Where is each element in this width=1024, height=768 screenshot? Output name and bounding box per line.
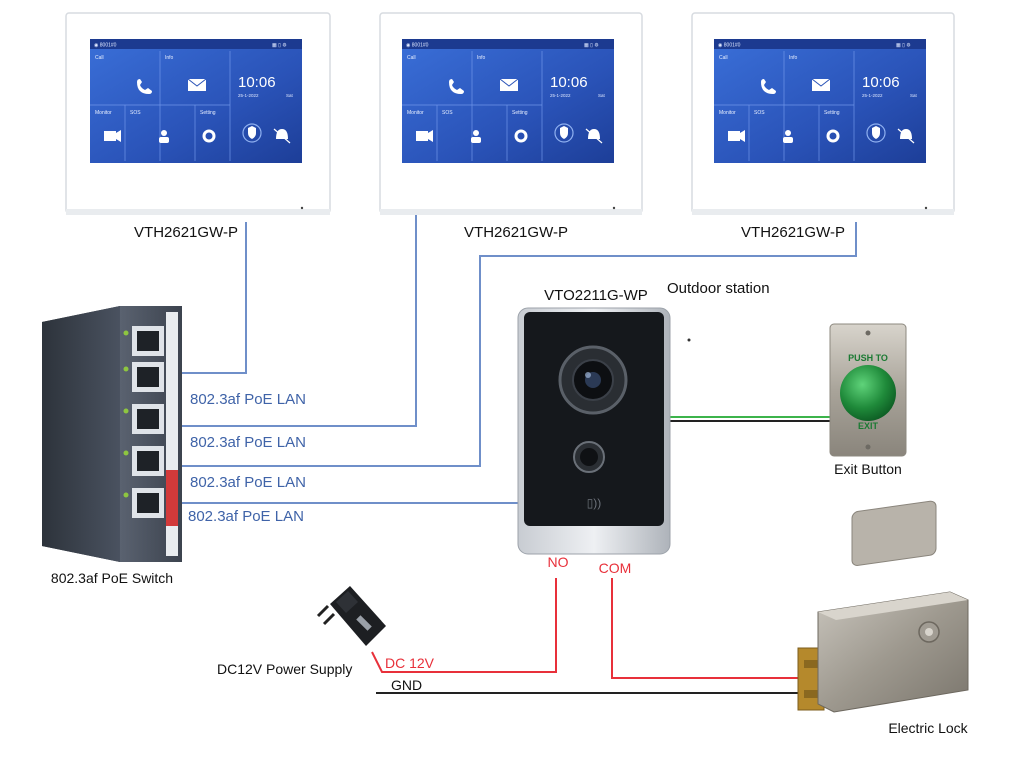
clock-day: Sat xyxy=(910,93,918,98)
clock-time: 10:06 xyxy=(862,74,900,91)
tile-monitor: Monitor xyxy=(95,110,112,116)
camera-icon xyxy=(416,131,428,141)
power-adapter-icon xyxy=(316,586,386,646)
lan-label-1: 802.3af PoE LAN xyxy=(190,391,306,408)
exit-button: PUSH TO EXIT xyxy=(829,323,907,457)
svg-text:▦ ▯ ⚙: ▦ ▯ ⚙ xyxy=(896,43,911,49)
lan-label-2: 802.3af PoE LAN xyxy=(190,434,306,451)
lan-label-3: 802.3af PoE LAN xyxy=(190,474,306,491)
svg-text:▦ ▯ ⚙: ▦ ▯ ⚙ xyxy=(272,43,287,49)
relay-com-label: COM xyxy=(599,560,632,576)
monitor-screen: ◉ 8001#0 ▦ ▯ ⚙ Call Info Monitor SOS Set… xyxy=(714,39,926,163)
tile-sos: SOS xyxy=(130,110,141,116)
tile-monitor: Monitor xyxy=(719,110,736,116)
monitor-3-model: VTH2621GW-P xyxy=(741,224,845,241)
bell-mute-icon xyxy=(900,129,912,139)
tile-sos: SOS xyxy=(442,110,453,116)
clock-time: 10:06 xyxy=(550,74,588,91)
camera-icon xyxy=(728,131,740,141)
tile-info: Info xyxy=(789,55,798,61)
power-supply-label: DC12V Power Supply xyxy=(217,661,352,677)
com-wire xyxy=(611,578,812,679)
exit-button-label: Exit Button xyxy=(834,461,902,477)
relay-no-label: NO xyxy=(548,554,569,570)
shield-icon xyxy=(554,123,574,143)
clock-date: 25-1-2022 xyxy=(238,93,259,98)
tile-setting: Setting xyxy=(512,110,528,116)
phone-icon xyxy=(137,79,152,94)
monitor-3: ◉ 8001#0 ▦ ▯ ⚙ Call Info Monitor SOS Set… xyxy=(691,12,955,215)
bell-mute-icon xyxy=(588,129,600,139)
monitor-2-model: VTH2621GW-P xyxy=(464,224,568,241)
camera-icon xyxy=(104,131,116,141)
monitor-screen: ◉ 8001#0 ▦ ▯ ⚙ Call Info Monitor SOS Set… xyxy=(402,39,614,163)
gear-icon xyxy=(826,129,840,143)
gear-icon xyxy=(202,129,216,143)
tile-sos: SOS xyxy=(754,110,765,116)
outdoor-station: ▯)) xyxy=(517,307,691,555)
sos-icon xyxy=(161,130,167,136)
electric-lock xyxy=(797,500,969,713)
bell-mute-icon xyxy=(276,129,288,139)
monitor-screen: ◉ 8001#0 ▦ ▯ ⚙ Call Info Monitor SOS Set… xyxy=(90,39,302,163)
gear-icon xyxy=(514,129,528,143)
switch-ports xyxy=(123,326,164,518)
svg-text:◉ 8001#0: ◉ 8001#0 xyxy=(94,43,117,49)
monitor-1: ◉ 8001#0 ▦ ▯ ⚙ Call Info Monitor SOS Set… xyxy=(65,12,331,215)
exit-button-top-text: PUSH TO xyxy=(848,353,888,363)
switch-label: 802.3af PoE Switch xyxy=(51,570,173,586)
tile-info: Info xyxy=(477,55,486,61)
monitor-1-model: VTH2621GW-P xyxy=(134,224,238,241)
tile-info: Info xyxy=(165,55,174,61)
svg-text:◉ 8001#0: ◉ 8001#0 xyxy=(406,43,429,49)
exit-button-bottom-text: EXIT xyxy=(858,421,879,431)
positive-wire xyxy=(371,578,557,673)
power-ground-label: GND xyxy=(391,677,422,693)
sos-icon xyxy=(473,130,479,136)
shield-icon xyxy=(866,123,886,143)
tile-call: Call xyxy=(719,55,728,61)
clock-date: 25-1-2022 xyxy=(550,93,571,98)
card-reader-icon: ▯)) xyxy=(587,496,602,510)
monitor-2: ◉ 8001#0 ▦ ▯ ⚙ Call Info Monitor SOS Set… xyxy=(379,12,643,215)
poe-switch xyxy=(42,306,182,562)
lan-wire-3 xyxy=(146,222,857,467)
sos-icon xyxy=(785,130,791,136)
lan-label-4: 802.3af PoE LAN xyxy=(188,508,304,525)
tile-call: Call xyxy=(95,55,104,61)
power-positive-label: DC 12V xyxy=(385,655,435,671)
outdoor-model: VTO2211G-WP xyxy=(544,287,648,304)
exit-button-wires xyxy=(670,416,832,422)
svg-text:◉ 8001#0: ◉ 8001#0 xyxy=(718,43,741,49)
clock-day: Sat xyxy=(286,93,294,98)
clock-day: Sat xyxy=(598,93,606,98)
tile-call: Call xyxy=(407,55,416,61)
tile-setting: Setting xyxy=(824,110,840,116)
phone-icon xyxy=(761,79,776,94)
clock-time: 10:06 xyxy=(238,74,276,91)
power-wires xyxy=(371,578,812,694)
tile-monitor: Monitor xyxy=(407,110,424,116)
green-push-button-icon xyxy=(840,365,896,421)
tile-setting: Setting xyxy=(200,110,216,116)
outdoor-description: Outdoor station xyxy=(667,280,770,297)
lan-wires xyxy=(146,214,857,504)
phone-icon xyxy=(449,79,464,94)
electric-lock-label: Electric Lock xyxy=(888,720,968,736)
lan-wire-2 xyxy=(146,214,417,427)
clock-date: 25-1-2022 xyxy=(862,93,883,98)
svg-text:▦ ▯ ⚙: ▦ ▯ ⚙ xyxy=(584,43,599,49)
shield-icon xyxy=(242,123,262,143)
